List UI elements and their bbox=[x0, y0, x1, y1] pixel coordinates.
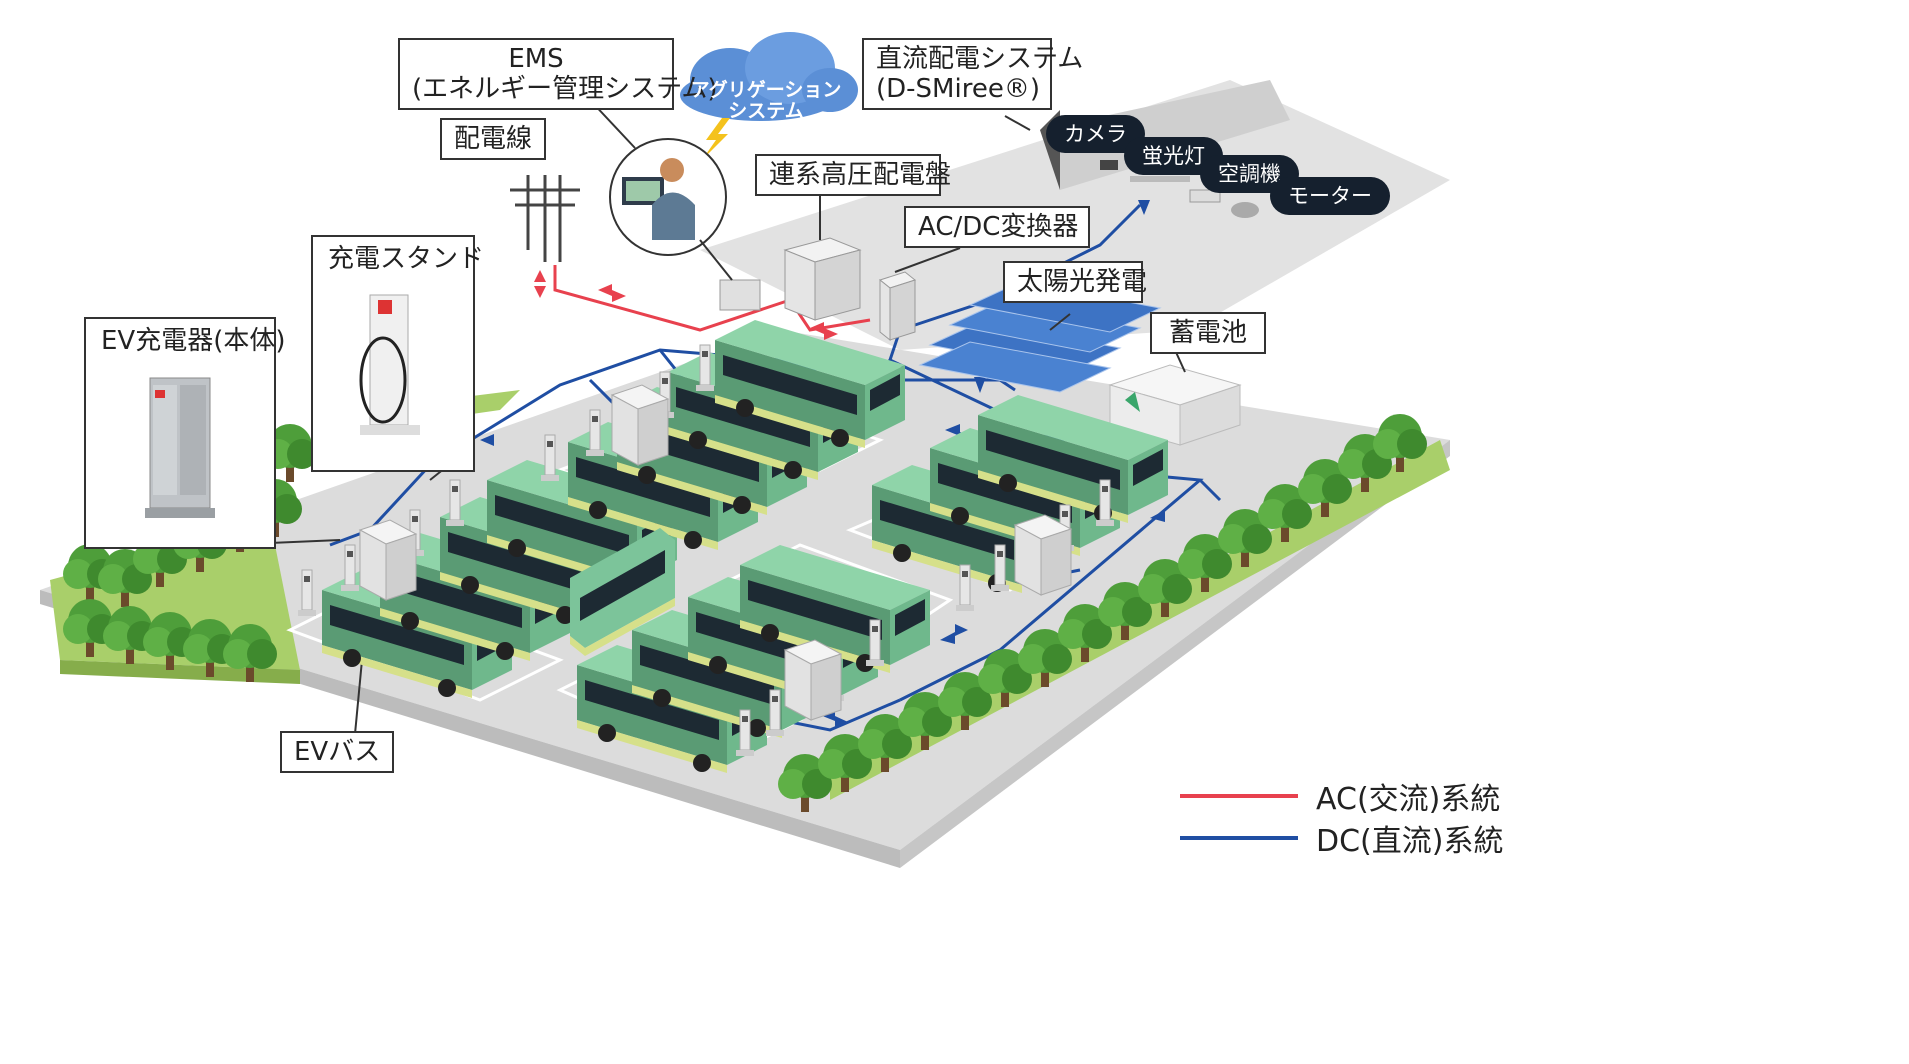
ems-label-line1: EMS bbox=[508, 44, 564, 74]
battery-label: 蓄電池 bbox=[1150, 312, 1266, 354]
aggregation-label-line2: システム bbox=[728, 100, 804, 122]
building-devices bbox=[1100, 160, 1259, 218]
dc-system-label: 直流配電システム (D-SMiree®) bbox=[862, 38, 1084, 110]
dc-system-label-line1: 直流配電システム bbox=[876, 44, 1084, 74]
charging-stand-label: 充電スタンド bbox=[316, 240, 484, 278]
ev-bus-label: EVバス bbox=[280, 731, 394, 773]
dc-system-label-line2: (D-SMiree®) bbox=[876, 74, 1040, 104]
motor-pill: モーター bbox=[1270, 177, 1390, 215]
hv-panel-equipment bbox=[719, 237, 862, 321]
cloud-icon bbox=[680, 32, 858, 121]
aggregation-label-line1: アグリゲーション bbox=[690, 79, 842, 101]
legend-dc-label: DC(直流)系統 bbox=[1316, 824, 1504, 859]
acdc-converter-label: AC/DC変換器 bbox=[904, 206, 1090, 248]
utility-pole bbox=[510, 175, 580, 262]
legend-ac-label: AC(交流)系統 bbox=[1316, 782, 1501, 817]
battery-container bbox=[1108, 364, 1242, 446]
aggregation-label: アグリゲーション システム bbox=[686, 80, 846, 122]
lightning-icon bbox=[702, 118, 730, 160]
ems-label-line2: (エネルギー管理システム) bbox=[412, 74, 718, 104]
camera-pill: カメラ bbox=[1046, 115, 1145, 153]
legend-dc-line bbox=[1180, 836, 1298, 840]
solar-label: 太陽光発電 bbox=[1003, 261, 1147, 303]
charging-stand-illustration bbox=[359, 294, 420, 435]
distribution-line-label: 配電線 bbox=[440, 118, 546, 160]
legend-dc: DC(直流)系統 bbox=[1180, 816, 1503, 860]
ev-charger-illustration bbox=[145, 377, 215, 518]
ac-arrows bbox=[534, 270, 838, 340]
ems-operator-illustration bbox=[609, 138, 733, 281]
hv-panel-label: 連系高圧配電盤 bbox=[755, 154, 951, 196]
ev-charger-label: EV充電器(本体) bbox=[89, 322, 286, 360]
solar-panels bbox=[918, 281, 1162, 393]
legend-ac-line bbox=[1180, 794, 1298, 798]
ems-label: EMS (エネルギー管理システム) bbox=[398, 38, 718, 110]
legend-ac: AC(交流)系統 bbox=[1180, 774, 1500, 818]
acdc-converter-equipment bbox=[878, 271, 917, 342]
